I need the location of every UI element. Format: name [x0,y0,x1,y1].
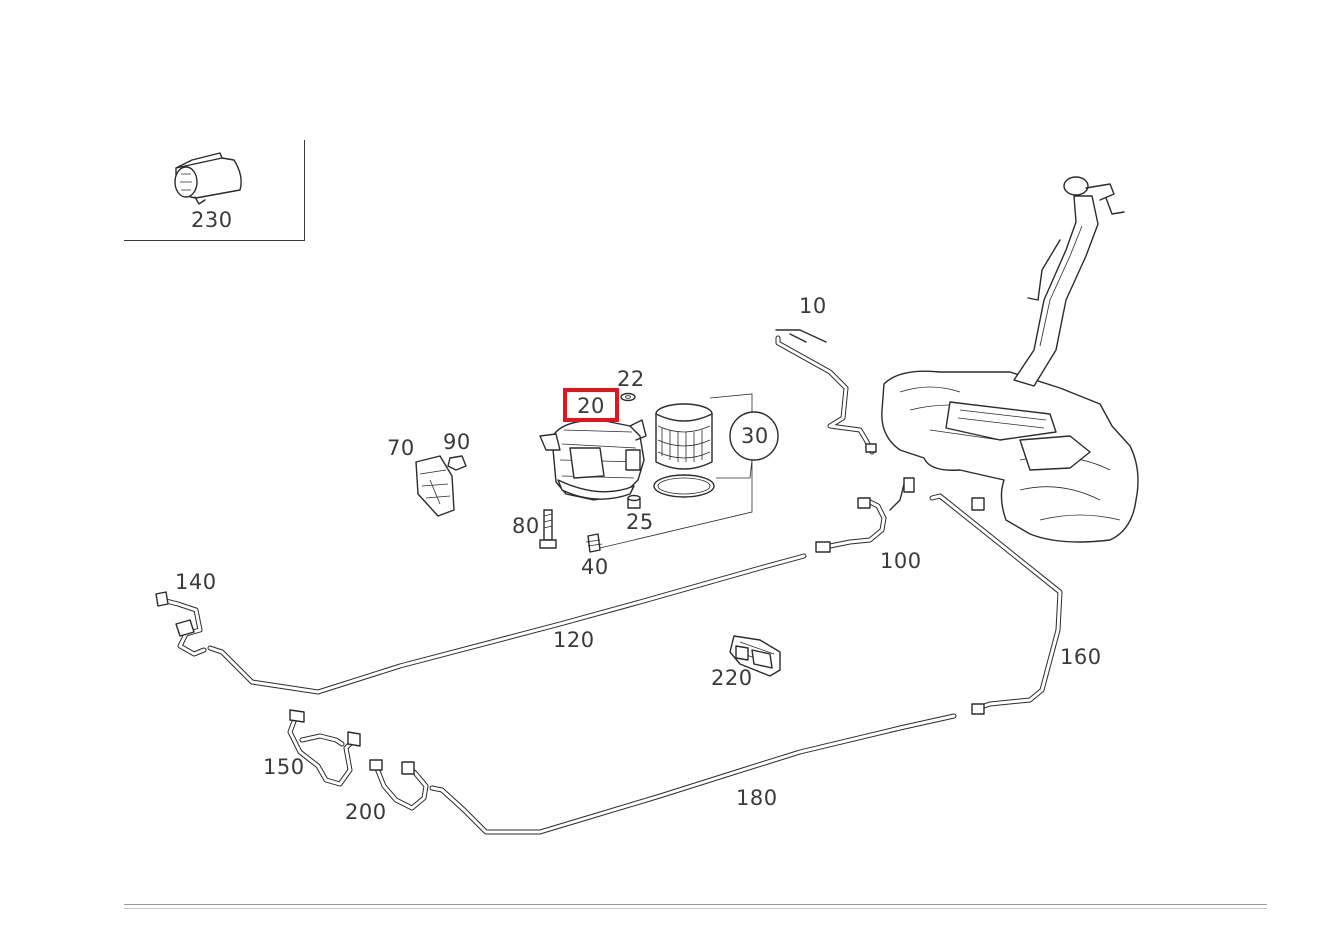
part-label-150[interactable]: 150 [263,755,305,779]
part-label-90[interactable]: 90 [443,430,471,454]
part-120-drawing[interactable] [207,553,807,695]
part-label-30[interactable]: 30 [741,424,769,448]
part-70-drawing[interactable] [415,455,455,517]
part-label-160[interactable]: 160 [1060,645,1102,669]
part-20-pump-drawing[interactable] [539,419,647,501]
part-25-drawing[interactable] [627,494,641,509]
inset-frame-right [304,140,305,241]
part-label-25[interactable]: 25 [626,510,654,534]
part-180-drawing[interactable] [429,713,957,835]
part-220-drawing[interactable] [729,635,781,677]
part-160-drawing[interactable] [929,493,1063,715]
part-label-140[interactable]: 140 [175,570,217,594]
part-200-drawing[interactable] [369,759,429,811]
part-40-drawing[interactable] [585,533,603,553]
part-30-filter-drawing[interactable] [599,393,779,549]
part-label-20[interactable]: 20 [563,388,619,422]
inset-frame-bottom [124,240,305,241]
part-140-drawing[interactable] [155,591,207,657]
part-80-drawing[interactable] [539,509,557,549]
part-90-drawing[interactable] [447,455,467,471]
footer-rule [124,904,1267,909]
part-label-220[interactable]: 220 [711,666,753,690]
part-230-drawing[interactable] [174,152,242,205]
part-label-230[interactable]: 230 [191,208,233,232]
part-label-120[interactable]: 120 [553,628,595,652]
part-150-drawing[interactable] [287,709,361,787]
part-label-10[interactable]: 10 [799,294,827,318]
part-label-200[interactable]: 200 [345,800,387,824]
part-label-180[interactable]: 180 [736,786,778,810]
part-label-80[interactable]: 80 [512,514,540,538]
part-label-22[interactable]: 22 [617,367,645,391]
part-10-drawing[interactable] [775,329,877,455]
part-label-70[interactable]: 70 [387,436,415,460]
part-100-drawing[interactable] [815,477,915,553]
part-22-drawing[interactable] [620,392,636,402]
part-label-100[interactable]: 100 [880,549,922,573]
fuel-tank-drawing[interactable] [881,176,1139,543]
part-label-40[interactable]: 40 [581,555,609,579]
